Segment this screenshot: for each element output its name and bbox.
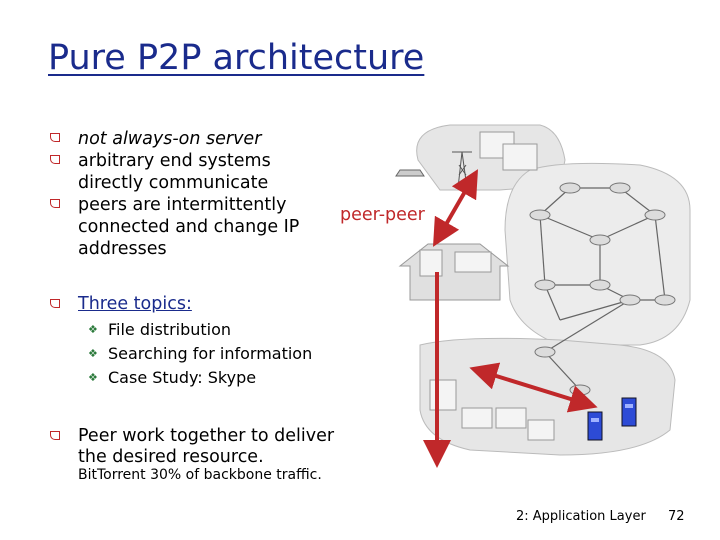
home-network-icon [398, 243, 510, 301]
slide-title: Pure P2P architecture [48, 38, 425, 78]
peer-arrow [469, 362, 598, 413]
topic-item: ❖Searching for information [88, 344, 313, 363]
host-icon [429, 379, 457, 411]
host-icon [502, 143, 538, 171]
host-icon [419, 249, 443, 277]
diamond-bullet-icon: ❖ [88, 371, 98, 384]
bittorrent-note: BitTorrent 30% of backbone traffic. [78, 467, 322, 483]
bullet-marker-icon [50, 133, 60, 142]
router-icon [559, 182, 581, 194]
diamond-bullet-icon: ❖ [88, 323, 98, 336]
footer-label: 2: Application Layer [516, 509, 646, 524]
router-icon [534, 346, 556, 358]
bullet-marker-icon [50, 155, 60, 164]
router-icon [529, 209, 551, 221]
server-icon [587, 411, 603, 441]
backbone-cloud [504, 162, 691, 346]
router-icon [619, 294, 641, 306]
router-icon [534, 279, 556, 291]
server-icon [621, 397, 637, 427]
laptop-icon [395, 169, 425, 177]
host-icon [527, 419, 555, 441]
topics-heading: Three topics: [50, 294, 312, 314]
peer-peer-label: peer-peer [340, 205, 425, 225]
bullet-list: not always-on server arbitrary end syste… [50, 128, 299, 260]
router-icon [609, 182, 631, 194]
topics-section: Three topics: ❖File distribution ❖Search… [50, 294, 312, 390]
bullet-marker-icon [50, 299, 60, 308]
host-icon [454, 251, 492, 273]
host-icon [461, 407, 493, 429]
bullet-item: not always-on server [50, 128, 299, 150]
diamond-bullet-icon: ❖ [88, 347, 98, 360]
topic-item: ❖File distribution [88, 320, 232, 339]
router-icon [644, 209, 666, 221]
bullet-marker-icon [50, 431, 60, 440]
bullet-marker-icon [50, 199, 60, 208]
peer-arrow [432, 169, 479, 247]
page-number: 72 [668, 509, 685, 524]
router-icon [569, 384, 591, 396]
host-icon [495, 407, 527, 429]
router-icon [654, 294, 676, 306]
topic-item: ❖Case Study: Skype [88, 368, 257, 387]
router-icon [589, 279, 611, 291]
router-icon [589, 234, 611, 246]
